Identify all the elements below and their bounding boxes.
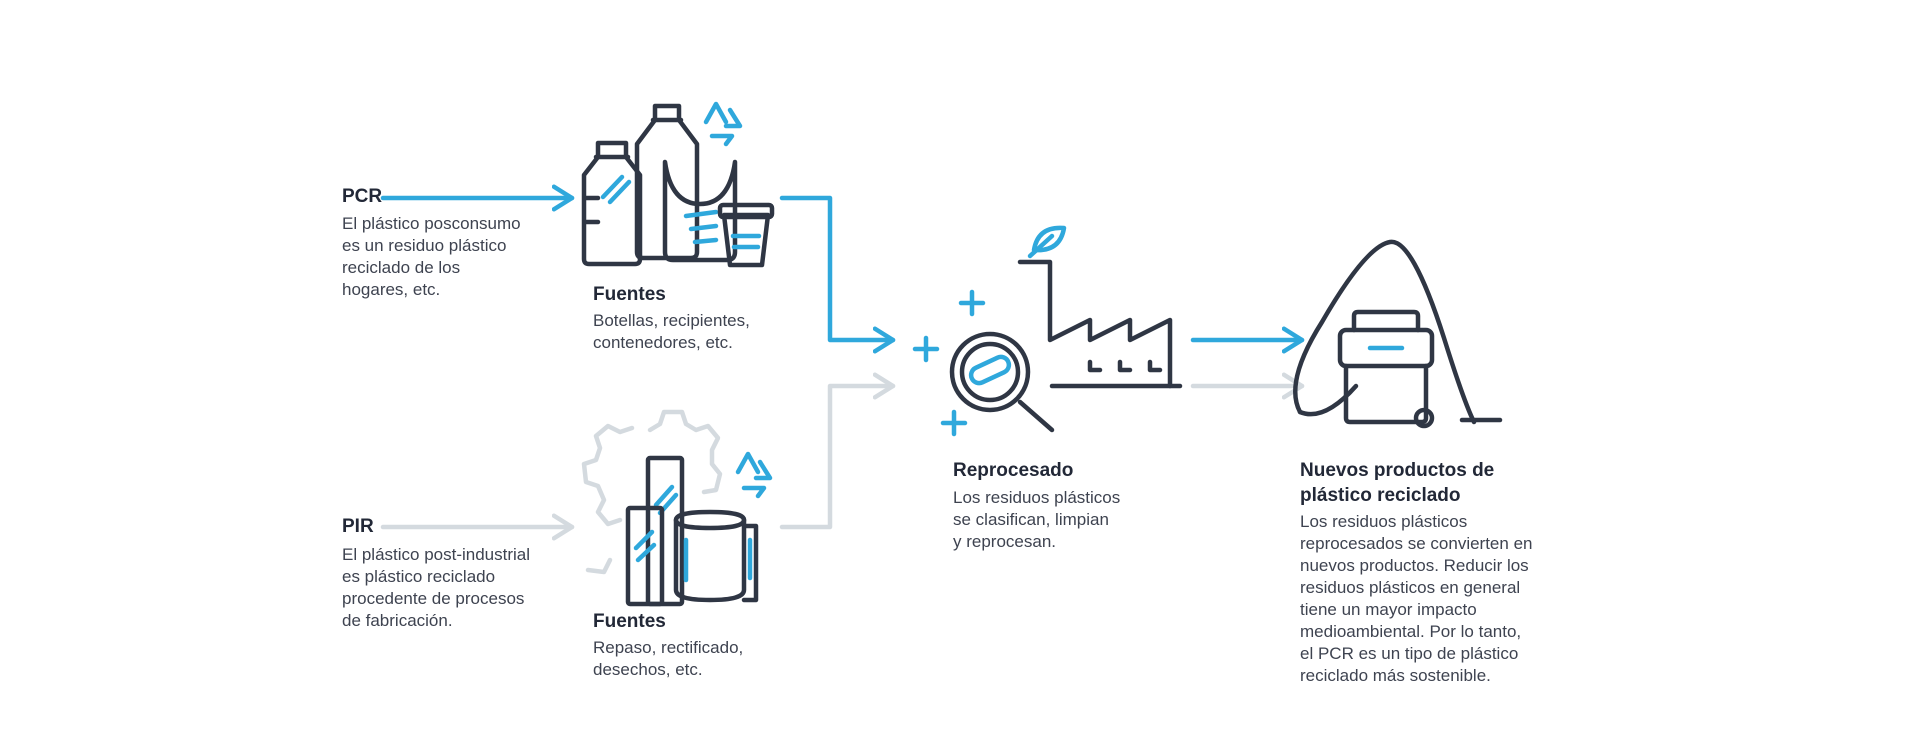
pcr-to-reprocess-connector — [779, 195, 896, 354]
pir-label: PIR — [342, 516, 374, 537]
sources-pcr-description: Botellas, recipientes, contenedores, etc… — [593, 311, 750, 352]
sources-pir-description: Repaso, rectificado, desechos, etc. — [593, 638, 744, 679]
new-products-title: Nuevos productos de plástico reciclado — [1300, 460, 1495, 506]
bag-container-icon — [1293, 239, 1503, 429]
pir-to-reprocess-connector — [779, 372, 896, 530]
reprocess-title: Reprocesado — [953, 460, 1074, 481]
factory-magnifier-icon — [912, 225, 1183, 437]
pir-description: El plástico post-industrial es plástico … — [342, 545, 531, 630]
gear-rolls-recycle-icon — [581, 409, 773, 607]
sources-pcr-title: Fuentes — [593, 284, 666, 305]
new-products-description: Los residuos plásticos reprocesados se c… — [1300, 512, 1533, 685]
pcr-description: El plástico posconsumo es un residuo plá… — [342, 214, 521, 299]
bottles-bag-cup-recycle-icon — [581, 101, 775, 268]
sources-pir-title: Fuentes — [593, 611, 666, 632]
pcr-label: PCR — [342, 186, 383, 207]
reprocess-description: Los residuos plásticos se clasifican, li… — [953, 488, 1121, 551]
